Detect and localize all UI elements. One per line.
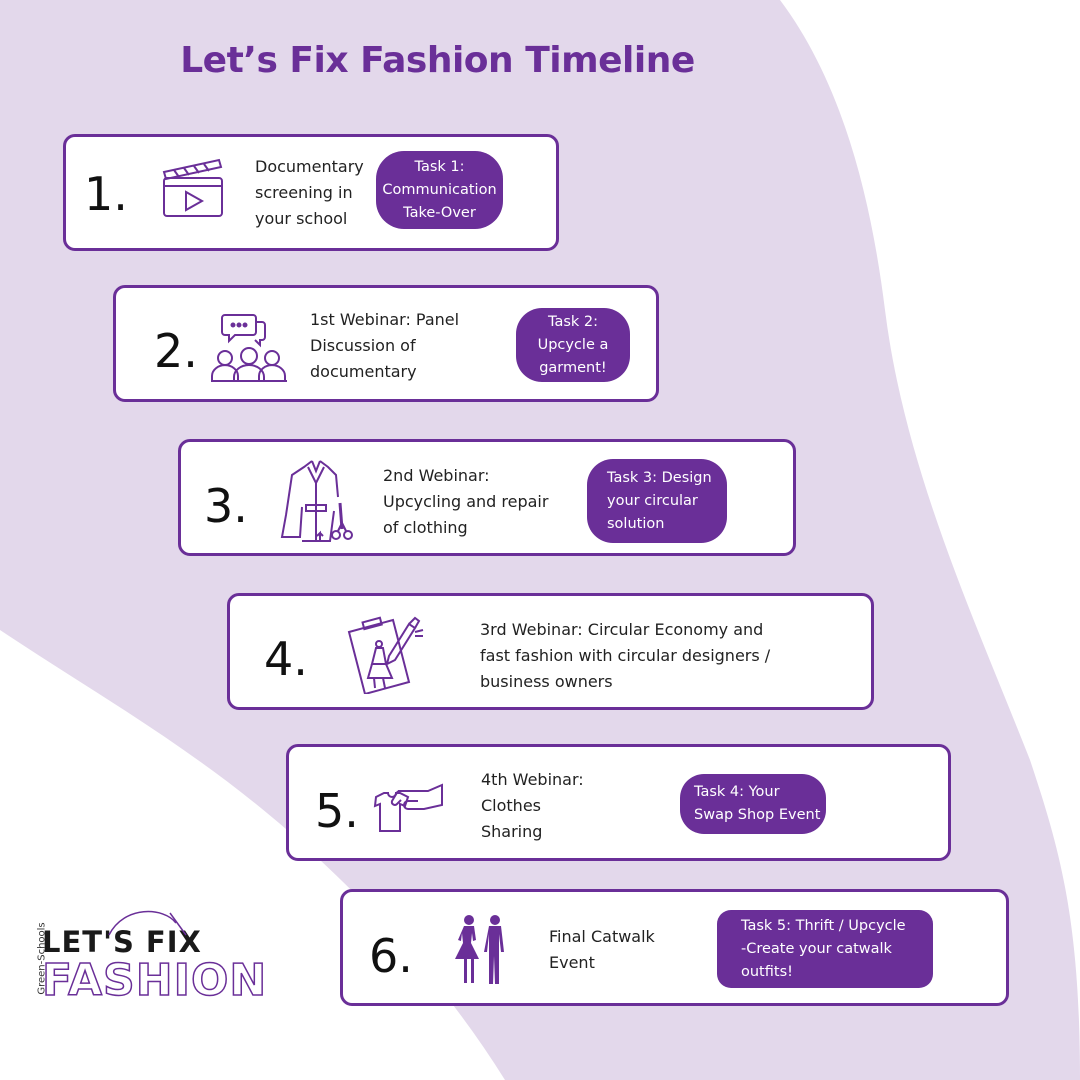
description-line: your school (255, 209, 348, 228)
step-number: 4. (264, 632, 308, 686)
task-line: Take-Over (403, 204, 476, 221)
step-description: 3rd Webinar: Circular Economy and fast f… (480, 617, 770, 695)
timeline-step-5: 5. 4th Webinar: Clothes Sharing Task 4: … (286, 744, 951, 861)
task-line: Swap Shop Event (694, 807, 821, 823)
description-line: Clothes (481, 796, 541, 815)
logo-top-text: LET'S FIX (42, 925, 202, 959)
step-number: 5. (315, 784, 359, 838)
timeline-step-1: 1. Documentary screening in your school … (63, 134, 559, 251)
task-line: Communication (382, 181, 497, 198)
description-line: Documentary (255, 157, 364, 176)
task-line: garment! (539, 359, 607, 376)
task-line: -Create your catwalk (741, 940, 892, 957)
description-line: Event (549, 953, 595, 972)
task-line: your circular (607, 492, 698, 509)
task-badge: Task 3: Design your circular solution (587, 459, 727, 543)
step-number: 6. (369, 929, 413, 983)
task-line: solution (607, 515, 665, 532)
description-line: Sharing (481, 822, 543, 841)
description-line: 2nd Webinar: (383, 466, 490, 485)
needle-thread-icon (108, 910, 187, 936)
description-line: 1st Webinar: Panel (310, 310, 460, 329)
task-line: Task 3: Design (607, 469, 712, 486)
task-line: Task 1: (414, 158, 465, 175)
task-badge: Task 4: Your Swap Shop Event (680, 774, 826, 834)
timeline-step-4: 4. 3rd Webinar: Circular Economy and fas… (227, 593, 874, 710)
description-line: 3rd Webinar: Circular Economy and (480, 620, 764, 639)
task-line: Task 4: Your (694, 784, 780, 800)
step-number: 3. (204, 479, 248, 533)
panel-discussion-icon (209, 312, 289, 384)
logo-bottom-text: FASHION (41, 954, 268, 1007)
step-number: 2. (154, 324, 198, 378)
task-badge: Task 1: Communication Take-Over (376, 151, 503, 229)
step-description: Documentary screening in your school (255, 154, 364, 232)
page-title: Let’s Fix Fashion Timeline (180, 40, 695, 81)
description-line: screening in (255, 183, 353, 202)
fashion-sketch-icon (343, 612, 425, 694)
catwalk-models-icon (453, 914, 513, 986)
step-description: 4th Webinar: Clothes Sharing (481, 767, 584, 845)
timeline-step-6: 6. Final Catwalk Event Task 5: Thrift / … (340, 889, 1009, 1006)
description-line: Discussion of (310, 336, 416, 355)
timeline-step-2: 2. 1st Webinar: Panel Discussion of docu… (113, 285, 659, 402)
timeline-step-3: 3. 2nd Webinar: Upcycling and repair of … (178, 439, 796, 556)
description-line: Final Catwalk (549, 927, 655, 946)
coat-scissors-icon (278, 457, 360, 545)
task-line: Task 2: (547, 313, 598, 330)
lets-fix-fashion-logo: Green-Schools LET'S FIX FASHION (24, 905, 284, 1015)
description-line: documentary (310, 362, 417, 381)
description-line: 4th Webinar: (481, 770, 584, 789)
description-line: fast fashion with circular designers / (480, 646, 771, 665)
description-line: business owners (480, 672, 613, 691)
step-number: 1. (84, 167, 128, 221)
description-line: Upcycling and repair (383, 492, 549, 511)
task-line: outfits! (741, 963, 793, 980)
step-description: 1st Webinar: Panel Discussion of documen… (310, 307, 459, 385)
hand-shirt-icon (368, 777, 448, 837)
task-line: Task 5: Thrift / Upcycle (741, 917, 906, 934)
description-line: of clothing (383, 518, 468, 537)
clapperboard-icon (161, 154, 225, 220)
step-description: Final Catwalk Event (549, 924, 655, 976)
step-description: 2nd Webinar: Upcycling and repair of clo… (383, 463, 548, 541)
task-badge: Task 2: Upcycle a garment! (516, 308, 630, 382)
task-badge: Task 5: Thrift / Upcycle -Create your ca… (717, 910, 933, 988)
task-line: Upcycle a (537, 336, 609, 353)
